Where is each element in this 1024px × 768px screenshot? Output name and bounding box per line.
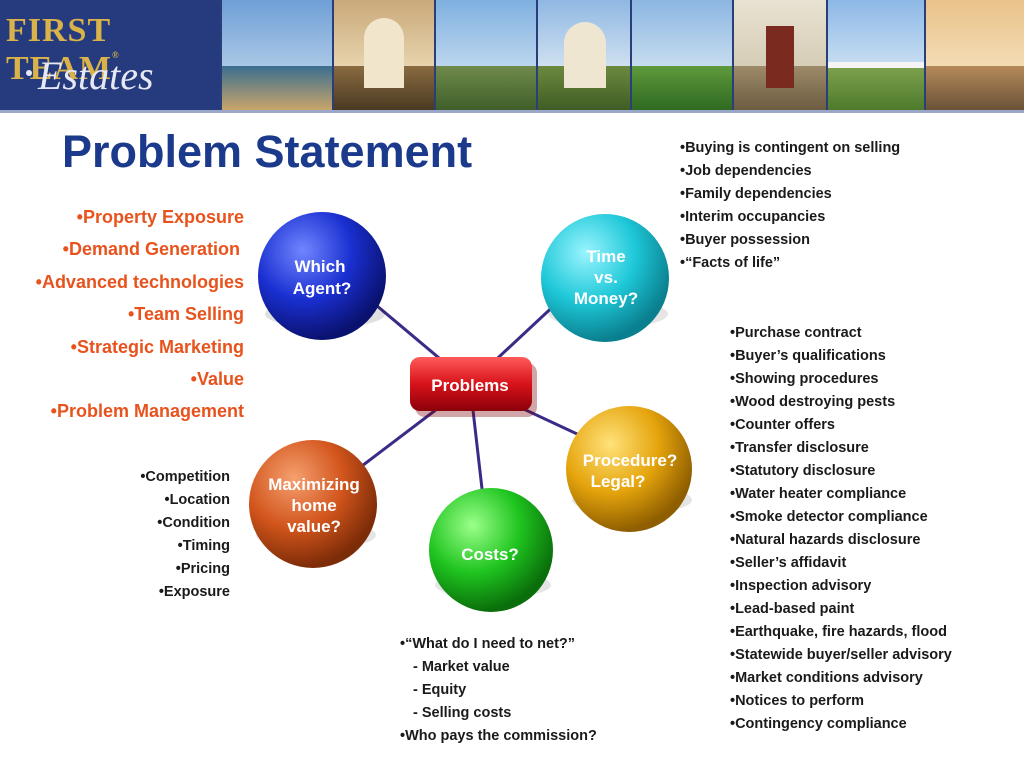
list-item: •Buyer possession bbox=[680, 232, 810, 248]
banner-photo-gate bbox=[538, 0, 630, 110]
ball-costs: Costs? bbox=[429, 488, 553, 612]
list-item: •“What do I need to net?” bbox=[400, 636, 576, 652]
problems-label: Problems bbox=[431, 376, 508, 395]
list-item: •Notices to perform bbox=[730, 693, 864, 709]
home-value-factors-list: •Competition •Location •Condition •Timin… bbox=[140, 467, 230, 605]
time-money-line2: vs. bbox=[594, 268, 618, 287]
list-item: •Who pays the commission? bbox=[400, 728, 597, 744]
list-item: •Location bbox=[164, 492, 231, 508]
list-item: •Statutory disclosure bbox=[730, 463, 876, 479]
list-item: •Strategic Marketing bbox=[70, 336, 244, 357]
list-item: •Inspection advisory bbox=[730, 578, 872, 594]
list-item: •Earthquake, fire hazards, flood bbox=[730, 624, 947, 640]
logo-line2: Estates bbox=[38, 53, 154, 98]
costs-list: •“What do I need to net?” - Market value… bbox=[400, 634, 597, 749]
list-item: •Exposure bbox=[158, 584, 230, 600]
banner-divider bbox=[0, 110, 1024, 113]
list-item: •Wood destroying pests bbox=[730, 394, 896, 410]
banner-photo-pier bbox=[926, 0, 1024, 110]
list-item: •Lead-based paint bbox=[730, 601, 855, 617]
procedure-line1: Procedure? bbox=[583, 451, 677, 470]
list-item: •Demand Generation bbox=[62, 239, 240, 260]
list-item: - Selling costs bbox=[413, 705, 512, 721]
list-item: •Showing procedures bbox=[730, 371, 879, 387]
list-item: •Pricing bbox=[175, 561, 230, 577]
benefits-list: •Property Exposure •Demand Generation •A… bbox=[36, 204, 244, 431]
list-item: •Transfer disclosure bbox=[730, 440, 869, 456]
list-item: •Seller’s affidavit bbox=[730, 555, 847, 571]
banner-photo-golf bbox=[632, 0, 732, 110]
list-item: •Counter offers bbox=[730, 417, 835, 433]
banner-photo-door bbox=[734, 0, 826, 110]
logo-line1: FIRST TEAM bbox=[6, 12, 112, 87]
costs-line1: Costs? bbox=[461, 545, 519, 564]
list-item: •Natural hazards disclosure bbox=[730, 532, 921, 548]
company-logo: FIRST TEAM® Estates bbox=[0, 0, 220, 110]
list-item: •Competition bbox=[140, 469, 230, 485]
list-item: •Market conditions advisory bbox=[730, 670, 923, 686]
time-money-line1: Time bbox=[586, 247, 625, 266]
list-item: •Job dependencies bbox=[680, 163, 812, 179]
maximizing-line3: value? bbox=[287, 517, 341, 536]
maximizing-line1: Maximizing bbox=[268, 475, 360, 494]
logo-dot bbox=[26, 70, 32, 76]
list-item: •Problem Management bbox=[50, 401, 244, 422]
list-item: •Buying is contingent on selling bbox=[680, 140, 901, 156]
banner-photo-fence bbox=[828, 0, 924, 110]
time-money-factors-list: •Buying is contingent on selling •Job de… bbox=[680, 138, 900, 276]
ball-time-money: Time vs. Money? bbox=[541, 214, 669, 342]
procedure-legal-list: •Purchase contract •Buyer’s qualificatio… bbox=[730, 323, 952, 737]
ball-maximizing-home-value: Maximizing home value? bbox=[249, 440, 377, 568]
list-item: - Equity bbox=[413, 682, 467, 698]
list-item: •Statewide buyer/seller advisory bbox=[730, 647, 952, 663]
which-agent-line2: Agent? bbox=[293, 279, 352, 298]
list-item: •Timing bbox=[177, 538, 230, 554]
banner-photo-coast bbox=[222, 0, 332, 110]
procedure-line2: Legal? bbox=[591, 472, 646, 491]
list-item: •Family dependencies bbox=[680, 186, 832, 202]
maximizing-line2: home bbox=[291, 496, 336, 515]
ball-procedure-legal: Procedure? Legal? bbox=[566, 406, 692, 532]
logo-trademark: ® bbox=[112, 50, 120, 60]
list-item: •Advanced technologies bbox=[35, 271, 244, 292]
list-item: •Buyer’s qualifications bbox=[730, 348, 886, 364]
ball-which-agent: Which Agent? bbox=[258, 212, 386, 340]
list-item: •Interim occupancies bbox=[680, 209, 826, 225]
list-item: •Purchase contract bbox=[730, 325, 862, 341]
time-money-line3: Money? bbox=[574, 289, 638, 308]
list-item: •Property Exposure bbox=[76, 207, 244, 227]
list-item: •Value bbox=[190, 368, 244, 389]
page-title: Problem Statement bbox=[62, 126, 473, 177]
list-item: - Market value bbox=[413, 659, 510, 675]
list-item: •Condition bbox=[157, 515, 230, 531]
list-item: •Contingency compliance bbox=[730, 716, 907, 732]
banner-photo-arch bbox=[334, 0, 434, 110]
list-item: •“Facts of life” bbox=[680, 255, 781, 271]
list-item: •Smoke detector compliance bbox=[730, 509, 928, 525]
header-banner: FIRST TEAM® Estates bbox=[0, 0, 1024, 110]
list-item: •Water heater compliance bbox=[730, 486, 907, 502]
problems-center-box: Problems bbox=[410, 357, 537, 417]
list-item: •Team Selling bbox=[128, 304, 244, 325]
banner-photo-palms bbox=[436, 0, 536, 110]
which-agent-line1: Which bbox=[295, 257, 346, 276]
